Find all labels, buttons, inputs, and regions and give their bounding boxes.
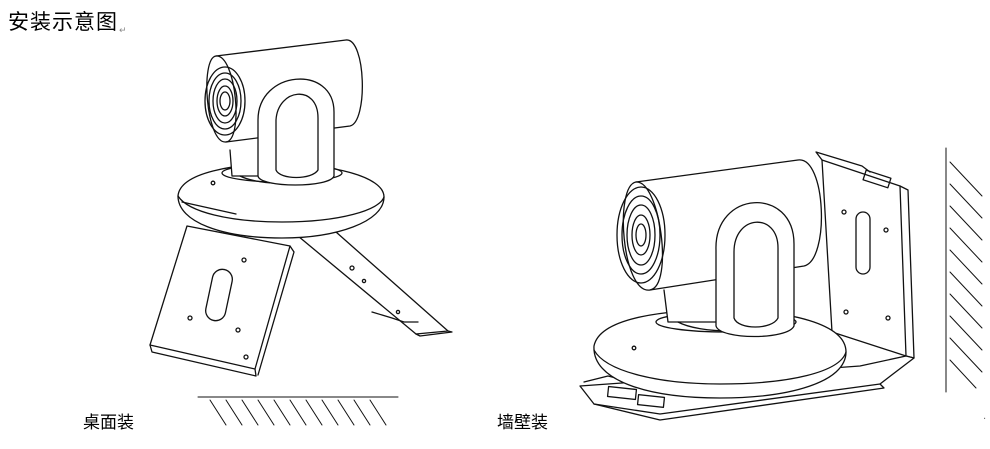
desk-bracket-rear-plate	[297, 231, 449, 335]
desk-mount-illustration	[149, 39, 453, 377]
wall-bracket-vertical-plate	[821, 159, 907, 357]
paragraph-mark: ↵	[119, 26, 128, 36]
page-title: 安装示意图↵	[8, 10, 128, 36]
wall-camera-lens	[616, 186, 666, 284]
wall-surface	[945, 147, 983, 393]
edge-mark: ·	[983, 414, 987, 425]
desk-bracket-front-plate	[149, 225, 291, 370]
wall-mount-label: 墙壁装	[497, 413, 548, 433]
wall-camera-yoke	[715, 202, 795, 338]
wall-mount-illustration	[579, 151, 915, 421]
wall-bracket-slot	[855, 211, 871, 275]
floor-surface	[197, 396, 399, 426]
desk-camera-lens	[204, 66, 246, 136]
bracket-slot	[205, 268, 233, 322]
desk-mount-label: 桌面装	[83, 413, 134, 433]
desk-camera-yoke	[257, 78, 335, 186]
